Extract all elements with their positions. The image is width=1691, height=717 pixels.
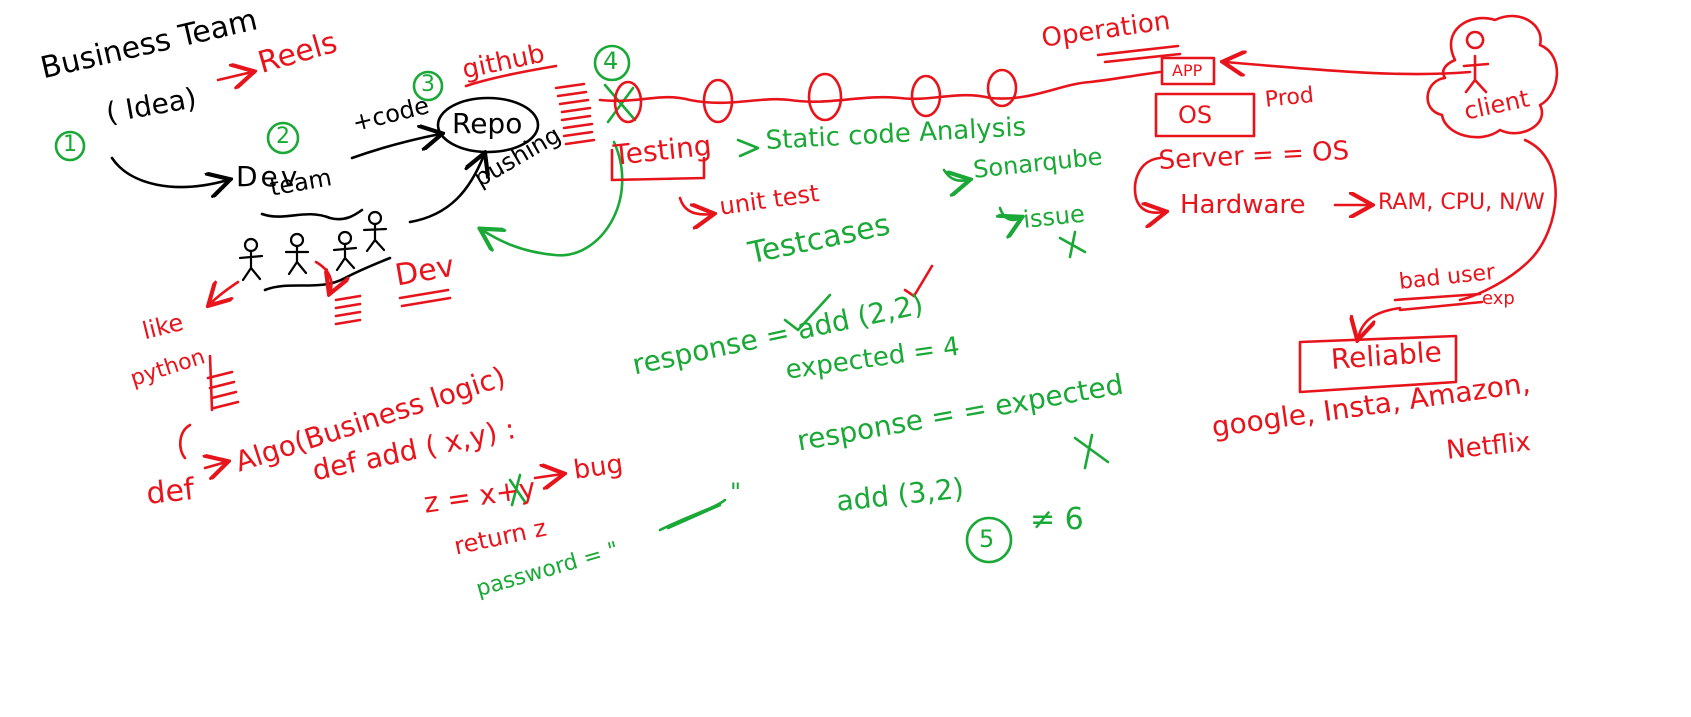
def-arrow	[205, 462, 226, 468]
repo-label: Repo	[452, 107, 523, 140]
step4-circle	[593, 44, 631, 82]
github-underline	[464, 64, 558, 88]
client-figure	[1462, 30, 1490, 94]
dev-figure-1	[238, 237, 264, 282]
not-equal-6-label: ≠ 6	[1030, 502, 1084, 537]
dev-figure-2	[284, 232, 310, 276]
tick-mark-red	[903, 264, 934, 298]
arrow-dev-to-hatch	[314, 260, 331, 292]
dev-underline	[398, 288, 452, 308]
tick-mark-1	[783, 293, 832, 332]
password-scribble	[658, 498, 727, 532]
pipeline-node-2	[807, 72, 843, 122]
arrow-to-unit-test	[678, 196, 712, 214]
step4-number: 4	[603, 47, 619, 75]
os-label: OS	[1178, 101, 1213, 129]
step5-circle	[965, 516, 1013, 564]
operation-underline	[1096, 44, 1182, 64]
bug-label: bug	[571, 449, 625, 486]
pipeline-node-3	[910, 74, 942, 118]
arrow-to-like	[210, 282, 240, 304]
app-label: APP	[1172, 61, 1203, 80]
step3-circle	[412, 70, 444, 102]
testing-box	[610, 148, 706, 182]
arrow-devs-to-repo	[408, 155, 484, 224]
dev-hatch	[334, 294, 362, 326]
os-box	[1154, 92, 1256, 138]
dev-figure-4	[362, 210, 388, 253]
client-cloud	[1426, 14, 1559, 139]
ram-cpu-nw-label: RAM, CPU, N/W	[1378, 190, 1545, 215]
bad-user-underline	[1393, 292, 1484, 312]
password-quote-end: "	[730, 478, 742, 506]
dev-figure-3	[332, 230, 358, 272]
developer-figures	[238, 210, 388, 282]
bug-arrow	[533, 474, 562, 478]
x-strike	[508, 473, 527, 507]
def-brace	[179, 423, 192, 460]
python-hatch	[206, 354, 240, 412]
step2-number: 2	[276, 124, 290, 149]
step5-number: 5	[979, 525, 995, 553]
step1-circle	[54, 130, 86, 162]
dev-label: Dev	[236, 160, 301, 193]
prod-label: Prod	[1263, 82, 1316, 113]
arrow-idea-to-dev	[110, 156, 228, 187]
step3-number: 3	[421, 72, 435, 97]
arrow-idea-to-reels	[216, 72, 252, 80]
cross-on-circle-4	[603, 83, 637, 124]
arrow-client-to-app	[1225, 62, 1472, 74]
pipeline-node-4	[986, 68, 1018, 108]
pipeline-node-1	[702, 78, 734, 124]
reliable-label: Reliable	[1329, 335, 1443, 376]
arrow-code-to-repo	[350, 134, 440, 160]
server-hardware-brace	[1133, 156, 1164, 213]
pipeline-node-testing	[613, 80, 643, 124]
issue-label: issue	[1021, 199, 1087, 234]
step1-number: 1	[63, 132, 77, 157]
step2-circle	[266, 121, 300, 155]
arrow-to-issue	[1000, 206, 1020, 220]
arrow-client-to-bad-user	[1458, 138, 1557, 302]
dev-team-brace	[260, 208, 364, 221]
testing-cross-2	[1073, 433, 1110, 470]
def-label: def	[144, 471, 197, 512]
exp-label: exp	[1482, 288, 1515, 309]
arrow-to-reliable	[1358, 306, 1402, 338]
arrow-to-static-analysis	[736, 138, 760, 158]
hardware-label: Hardware	[1180, 190, 1306, 220]
testing-cross-1	[1058, 230, 1087, 259]
app-box	[1160, 56, 1216, 86]
pipeline-line	[598, 70, 1162, 105]
testing-loop-back-arrow	[482, 140, 624, 257]
arrow-to-sonarqube	[942, 168, 968, 181]
github-hatch	[554, 82, 596, 146]
reliable-box	[1298, 334, 1458, 394]
